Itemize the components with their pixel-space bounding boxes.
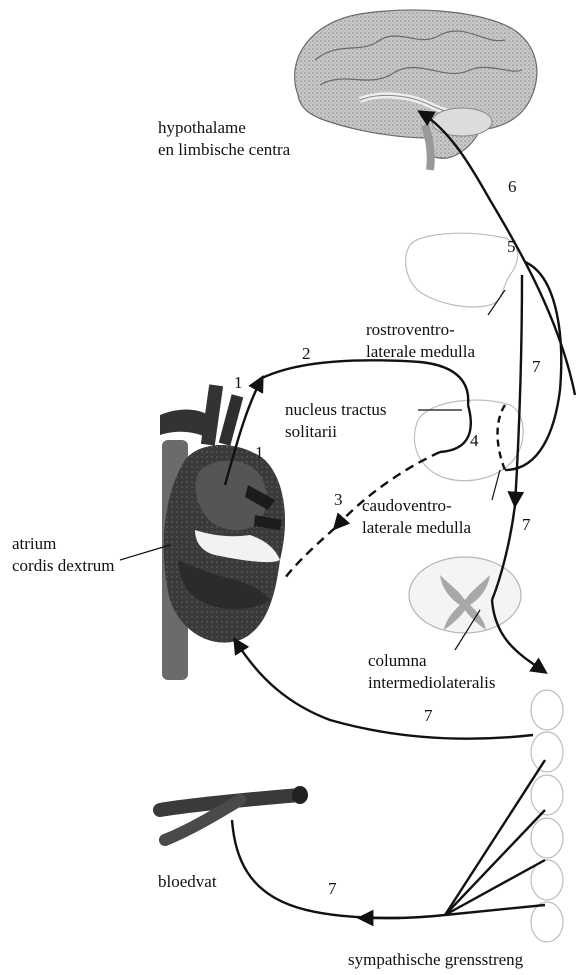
- pathway-3-vagal: [335, 452, 440, 528]
- pathway-number-7b: 7: [522, 516, 531, 534]
- pathway-number-7d: 7: [328, 880, 337, 898]
- pathway-number-1b: 1: [255, 444, 264, 462]
- label-vessel: bloedvat: [158, 872, 217, 892]
- label-cvlm-line2: laterale medulla: [362, 518, 471, 538]
- pathway-nts-loop: [440, 405, 471, 452]
- label-atrium-line1: atrium: [12, 534, 56, 554]
- pathway-4: [498, 405, 506, 470]
- label-rvlm-line1: rostroventro-: [366, 320, 455, 340]
- label-nts-line1: nucleus tractus: [285, 400, 387, 420]
- pathway-2-afferent: [262, 360, 468, 405]
- chain-fiber-a: [445, 760, 545, 915]
- chain-fiber-b: [445, 810, 545, 915]
- heart-illustration: [160, 384, 285, 680]
- pathway-number-2: 2: [302, 345, 311, 363]
- pathway-number-7c: 7: [424, 707, 433, 725]
- label-hypothalamus-line2: en limbische centra: [158, 140, 290, 160]
- brain-illustration: [295, 10, 537, 170]
- pathway-7-descending: [515, 275, 522, 505]
- label-column-line1: columna: [368, 651, 427, 671]
- pathway-number-1a: 1: [234, 374, 243, 392]
- pathway-number-4: 4: [470, 432, 479, 450]
- spinal-cord-section: [409, 557, 521, 633]
- pointer-rvlm: [488, 290, 505, 315]
- label-atrium-line2: cordis dextrum: [12, 556, 114, 576]
- pathway-number-6: 6: [508, 178, 517, 196]
- pathway-number-5: 5: [507, 238, 516, 256]
- label-rvlm-line2: laterale medulla: [366, 342, 475, 362]
- label-nts-line2: solitarii: [285, 422, 337, 442]
- pathway-number-3: 3: [334, 491, 343, 509]
- sympathetic-chain: [531, 690, 563, 942]
- label-hypothalamus-line1: hypothalame: [158, 118, 246, 138]
- pathway-3-vagal-tail: [285, 528, 335, 578]
- label-chain: sympathische grensstreng: [348, 950, 523, 970]
- pathway-number-7a: 7: [532, 358, 541, 376]
- label-cvlm-line1: caudoventro-: [362, 496, 452, 516]
- pathway-7-to-vessel: [232, 820, 445, 918]
- label-column-line2: intermediolateralis: [368, 673, 495, 693]
